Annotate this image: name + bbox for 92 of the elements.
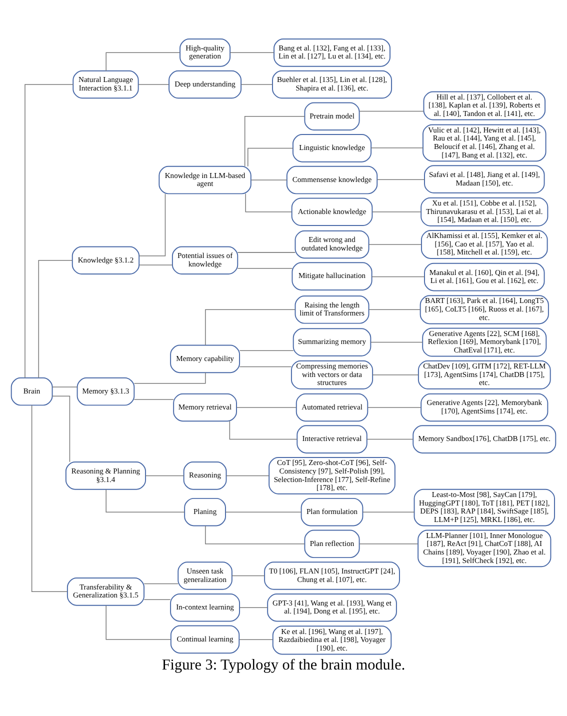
connector xyxy=(106,52,180,72)
connector xyxy=(368,244,422,245)
connector xyxy=(144,599,171,600)
node-box: Knowledge in LLM-based agent xyxy=(158,166,252,194)
node-box: Potential issues of knowledge xyxy=(172,246,238,275)
connector xyxy=(138,84,170,85)
node-box: Plan formulation xyxy=(300,498,364,526)
node-box: AlKhamissi et al. [155], Kemker et al. [156], Cao et al. [157], Yao et al. [158], Mitchell et al. [159], etc. xyxy=(420,230,548,259)
node-box: Bang et al. [132], Fang et al. [133], Lin et al. [127], Lu et al. [134], etc. xyxy=(274,38,390,67)
node-box: Vulic et al. [142], Hewitt et al. [143], Rau et al. [144], Yang et al. [145], Beloucif et al. [146], Zhang et al. [147], Bang et al. [132], etc. xyxy=(422,124,546,162)
connector xyxy=(138,194,166,256)
connector xyxy=(230,52,274,54)
connector xyxy=(226,475,270,476)
connector xyxy=(239,607,268,608)
node-box: Buehler et al. [135], Lin et al. [128], Shapira et al. [136], etc. xyxy=(272,70,392,99)
node-box: Least-to-Most [98], SayCan [179], HuggingGPT [180], ToT [181], PET [182], DEPS [183], RAP [184], SwiftSage [185], LLM+P [125], MRKL [186], etc. xyxy=(414,488,556,526)
node-box: Hill et al. [137], Collobert et al. [138], Kaplan et al. [139], Roberts et al. [140], Tandon et al. [141], etc. xyxy=(423,91,546,120)
node-box: BART [163], Park et al. [164], LongT5 [165], CoLT5 [166], Ruoss et al. [167], etc. xyxy=(420,295,549,324)
node-box: Brain xyxy=(10,377,53,406)
node-box: Manakul et al. [160], Qin et al. [94], Li et al. [161], Gou et al. [162], etc. xyxy=(424,262,545,292)
node-box: Edit wrong and outdated knowledge xyxy=(294,230,370,259)
node-box: Transferability & Generalization §3.1.5 xyxy=(66,578,144,606)
node-box: Memory capability xyxy=(170,344,240,374)
node-box: Mitigate hallucination xyxy=(292,262,372,290)
node-box: In-context learning xyxy=(170,593,240,622)
node-box: ChatDev [109], GITM [172], RET-LLM [173], AgentSims [174], ChatDB [175], etc. xyxy=(418,360,551,390)
node-box: Xu et al. [151], Cobbe et al. [152], Thirunavukarasu et al. [153], Lai et al. [154], Madaan et al. [150], etc. xyxy=(420,197,548,226)
connector xyxy=(367,407,422,408)
connector xyxy=(52,386,78,388)
node-box: Memory retrieval xyxy=(173,393,237,422)
node-box: Deep understanding xyxy=(168,70,242,99)
node-box: T0 [106], FLAN [105], InstructGPT [24], Chung et al. [107], etc. xyxy=(264,562,400,590)
connector xyxy=(376,179,425,180)
node-box: LLM-Planner [101], Inner Monologue [187], ReAct [91], ChatCoT [188], AI Chains [189], Voyager [190], Zhao et al. [191], SelfCheck [192], etc. xyxy=(418,530,552,568)
node-box: Continual learning xyxy=(170,625,240,654)
connector xyxy=(368,309,421,310)
node-box: Unseen task generalization xyxy=(178,562,232,590)
node-box: Raising the length limit of Transformers xyxy=(294,296,370,324)
node-box: Safavi et al. [148], Jiang et al. [149], Madaan [150], etc. xyxy=(424,165,545,194)
node-box: Automated retrieval xyxy=(296,393,368,422)
connector xyxy=(239,350,294,351)
node-box: Memory Sandbox[176], ChatDB [175], etc. xyxy=(412,425,556,454)
connector xyxy=(371,276,425,278)
node-box: Memory §3.1.3 xyxy=(76,377,135,406)
connector xyxy=(359,110,424,112)
node-box: Reasoning xyxy=(183,462,227,490)
node-box: Actionable knowledge xyxy=(291,198,373,226)
connector xyxy=(372,374,419,376)
node-box: Generative Agents [22], Memorybank [170], AgentSims [174], etc. xyxy=(420,393,548,422)
connector xyxy=(370,147,424,148)
connector xyxy=(38,260,73,378)
connector xyxy=(145,475,184,476)
connector xyxy=(138,264,172,266)
node-box: GPT-3 [41], Wang et al. [193], Wang et al. [194], Dong et al. [195], etc. xyxy=(267,593,397,622)
connector xyxy=(232,575,265,576)
connector xyxy=(205,525,305,544)
connector xyxy=(144,583,178,584)
node-box: Compressing memories with vectors or data structures xyxy=(290,360,374,390)
node-box: CoT [95], Zero-shot-CoT [96], Self-Consistency [97], Self-Polish [99], Selection-Inference [177], Self-Refine [178], etc. xyxy=(268,457,396,494)
connector xyxy=(24,84,74,378)
node-box: Natural Language Interaction §3.1.1 xyxy=(72,70,139,99)
connector xyxy=(229,420,298,440)
connector xyxy=(236,407,297,408)
connector xyxy=(239,639,274,640)
node-box: Generative Agents [22], SCM [168], Reflexion [169], Memorybank [170], ChatEval [171], etc. xyxy=(422,328,547,357)
node-box: Summarizing memory xyxy=(292,328,372,356)
node-box: Pretrain model xyxy=(304,102,360,130)
connector xyxy=(366,438,414,440)
node-box: Commensense knowledge xyxy=(286,166,378,194)
node-box: Knowledge §3.1.2 xyxy=(72,246,140,275)
connector xyxy=(205,309,296,346)
node-box: Interactive retrieval xyxy=(296,425,368,454)
node-box: Plan reflection xyxy=(304,530,360,558)
node-box: Linguistic knowledge xyxy=(292,134,372,162)
connector xyxy=(237,252,296,253)
connector xyxy=(106,605,172,640)
connector xyxy=(52,396,70,462)
connector xyxy=(134,399,174,400)
connector xyxy=(248,148,294,167)
node-box: Planing xyxy=(184,498,226,526)
node-box: Ke et al. [196], Wang et al. [197], Razdaibiedina et al. [198], Voyager [190], etc. xyxy=(272,626,392,655)
connector xyxy=(31,404,68,592)
node-box: High-quality generation xyxy=(180,38,231,67)
connector xyxy=(244,116,306,167)
node-box: Reasoning & Planning §3.1.4 xyxy=(65,462,146,490)
connector xyxy=(245,193,292,212)
connector xyxy=(106,489,185,512)
connector xyxy=(240,84,273,85)
connector xyxy=(239,366,292,368)
connector xyxy=(370,342,423,343)
caption: Figure 3: Typology of the brain module. xyxy=(162,656,406,674)
connector xyxy=(237,268,293,269)
